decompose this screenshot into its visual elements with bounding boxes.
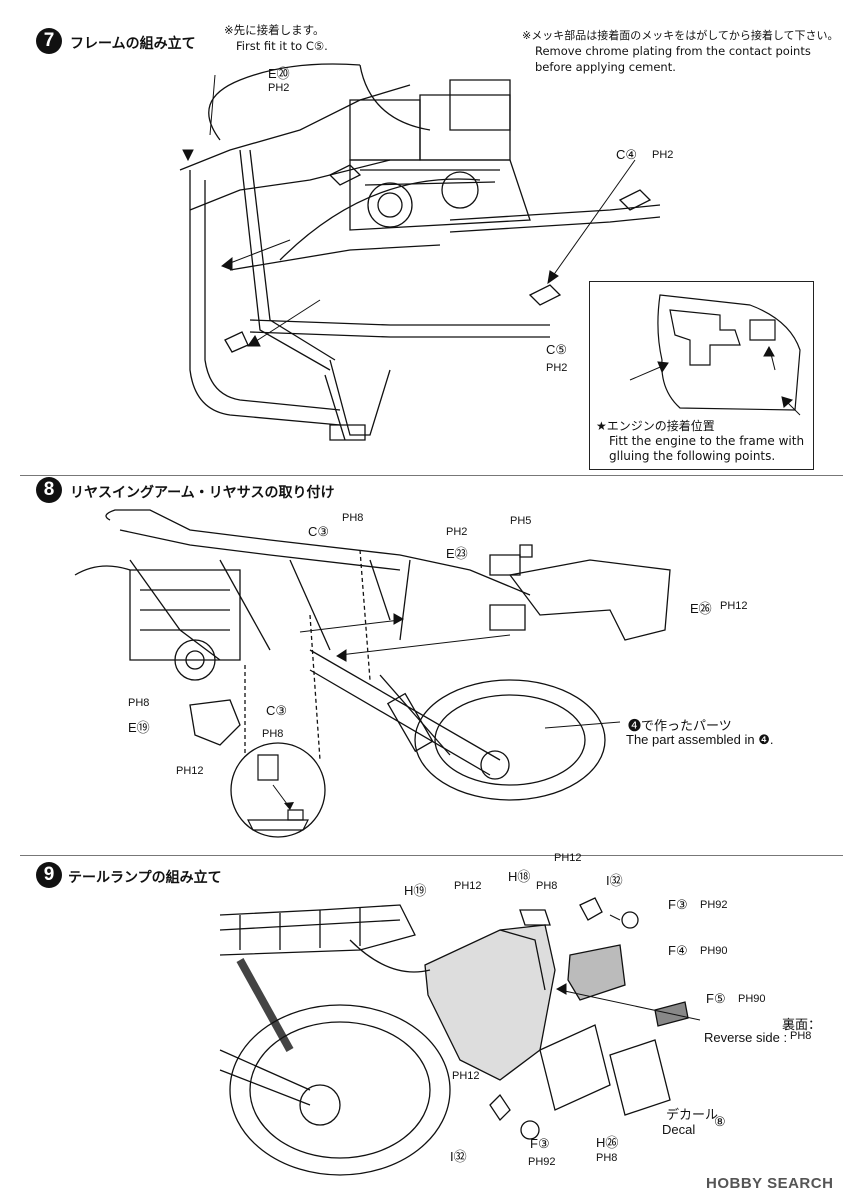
part-label-i32-bottom: I㉜ bbox=[450, 1149, 467, 1164]
ph-label-f5: PH90 bbox=[738, 993, 766, 1005]
ph-label-c5: PH2 bbox=[546, 362, 568, 374]
ph-label-c4: PH2 bbox=[652, 149, 674, 161]
part-label-f3-top: F③ bbox=[668, 897, 688, 912]
ph-label-12-bottom: PH12 bbox=[452, 1070, 480, 1082]
inset-note-en-2: glluing the following points. bbox=[609, 449, 776, 463]
part-label-e23: E㉓ bbox=[446, 546, 468, 561]
ph-label-e20: PH2 bbox=[268, 82, 290, 94]
part-label-h19: H⑲ bbox=[404, 883, 427, 898]
watermark-logo: HOBBY SEARCH bbox=[706, 1175, 834, 1192]
tail-lamp-drawing bbox=[200, 880, 720, 1190]
step-9-title: テールランプの組み立て bbox=[68, 870, 222, 886]
chrome-note-en-1: Remove chrome plating from the contact p… bbox=[535, 44, 811, 58]
ph-label-e23: PH2 bbox=[446, 526, 468, 538]
part-label-c5: C⑤ bbox=[546, 342, 568, 357]
frame-assembly-drawing bbox=[150, 40, 670, 460]
part-label-h18: H⑱ bbox=[508, 869, 531, 884]
section-divider-1 bbox=[20, 475, 843, 476]
ph-label-12-top: PH12 bbox=[554, 852, 582, 864]
ref-note-en: The part assembled in ❹. bbox=[626, 732, 774, 747]
part-label-f4: F④ bbox=[668, 943, 688, 958]
ph-label-h26: PH8 bbox=[596, 1152, 618, 1164]
part-label-e26: E㉖ bbox=[690, 601, 712, 616]
section-divider-2 bbox=[20, 855, 843, 856]
ph-label-e19: PH8 bbox=[128, 697, 150, 709]
step-7-note-jp: ※先に接着します。 bbox=[224, 23, 325, 37]
ph-label-c3-bottom: PH8 bbox=[262, 728, 284, 740]
ph-label-f3-top: PH92 bbox=[700, 899, 728, 911]
decal-label-en: Decal bbox=[662, 1122, 696, 1137]
ph-label-f4: PH90 bbox=[700, 945, 728, 957]
reverse-side-ph: PH8 bbox=[790, 1030, 812, 1042]
step-7-note-en: First fit it to C⑤. bbox=[236, 39, 328, 53]
ph-label-c3-top: PH8 bbox=[342, 512, 364, 524]
step-8-title: リヤスイングアーム・リヤサスの取り付け bbox=[70, 485, 335, 501]
inset-note-jp: ★エンジンの接着位置 bbox=[596, 419, 715, 433]
rear-swingarm-drawing bbox=[70, 500, 690, 830]
inset-note-en-1: Fitt the engine to the frame with bbox=[609, 434, 805, 448]
part-label-i32-top: I㉜ bbox=[606, 873, 623, 888]
decal-label-jp: デカール bbox=[666, 1107, 719, 1122]
chrome-note-jp: ※メッキ部品は接着面のメッキをはがしてから接着して下さい。 bbox=[522, 29, 839, 42]
part-label-c3-top: C③ bbox=[308, 524, 330, 539]
part-label-c4: C④ bbox=[616, 147, 638, 162]
part-label-f3-bottom: F③ bbox=[530, 1136, 550, 1151]
ph-label-8-top: PH8 bbox=[536, 880, 558, 892]
step-8-number: 8 bbox=[36, 477, 62, 503]
chrome-note-en-2: before applying cement. bbox=[535, 60, 676, 74]
step-7-number: 7 bbox=[36, 28, 62, 54]
ph-label-e26: PH12 bbox=[720, 600, 748, 612]
engine-glue-points-inset bbox=[589, 281, 814, 470]
part-label-c3-bottom: C③ bbox=[266, 703, 288, 718]
part-label-e19: E⑲ bbox=[128, 720, 150, 735]
ph-label-f3-bottom: PH92 bbox=[528, 1156, 556, 1168]
ph-label-12-e19: PH12 bbox=[176, 765, 204, 777]
detail-zoom-circle bbox=[228, 740, 328, 840]
part-label-f5: F⑤ bbox=[706, 991, 726, 1006]
part-label-h26: H㉖ bbox=[596, 1135, 619, 1150]
step-7-title: フレームの組み立て bbox=[70, 36, 196, 52]
ph-label-h18-12: PH12 bbox=[454, 880, 482, 892]
decal-number: ⑧ bbox=[714, 1114, 726, 1129]
reverse-side-jp: 裏面： bbox=[782, 1017, 822, 1032]
ref-note-jp: ❹で作ったパーツ bbox=[628, 718, 732, 733]
step-9-number: 9 bbox=[36, 862, 62, 888]
inset-engine-outline bbox=[600, 290, 805, 420]
ph-label-5: PH5 bbox=[510, 515, 532, 527]
reverse-side-en: Reverse side : bbox=[704, 1030, 788, 1045]
